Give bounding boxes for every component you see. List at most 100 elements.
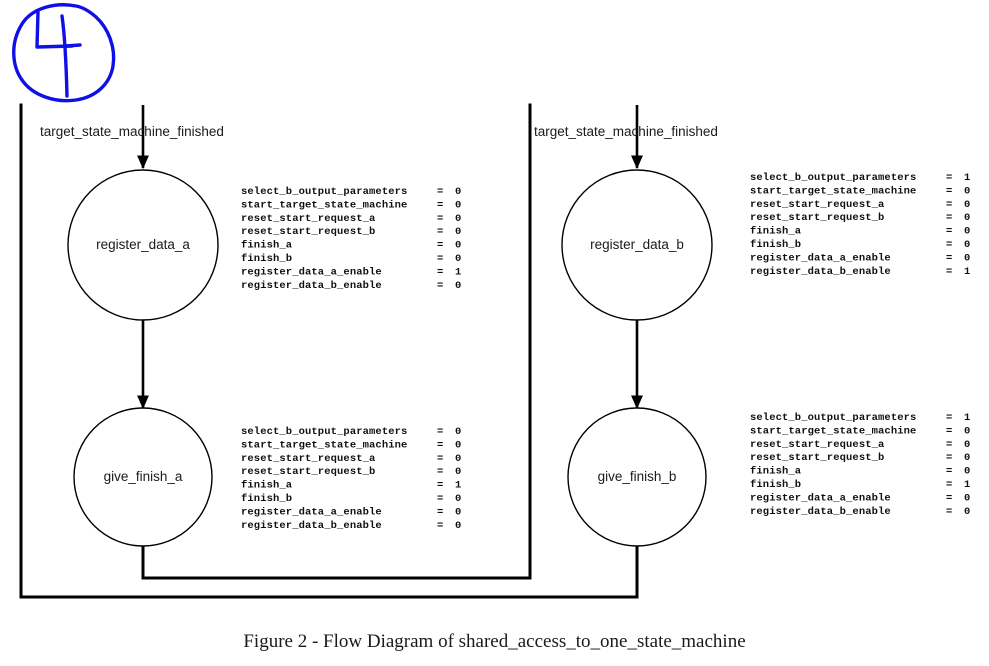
signal-value: 0	[455, 466, 461, 478]
signal-equals-sign: =	[437, 240, 443, 252]
signal-equals-sign: =	[946, 492, 952, 504]
signal-equals-sign: =	[437, 253, 443, 265]
signal-value: 0	[964, 439, 970, 451]
signal-name: reset_start_request_b	[750, 452, 884, 464]
signal-name: reset_start_request_b	[241, 226, 375, 238]
signal-name: register_data_b_enable	[750, 506, 891, 518]
handwritten-four-stem	[60, 14, 69, 98]
signal-equals-sign: =	[946, 425, 952, 437]
signal-name: reset_start_request_b	[750, 212, 884, 224]
signal-name: register_data_b_enable	[750, 266, 891, 278]
handwritten-annotation-four	[12, 3, 116, 103]
signal-name: reset_start_request_a	[750, 439, 885, 451]
signal-name: register_data_b_enable	[241, 280, 382, 292]
signal-value: 0	[964, 452, 970, 464]
signal-name: reset_start_request_a	[750, 199, 885, 211]
signal-equals-sign: =	[946, 466, 952, 478]
signal-value: 0	[964, 239, 970, 251]
signal-equals-sign: =	[437, 199, 443, 211]
signal-value: 0	[455, 199, 461, 211]
signal-value: 0	[964, 492, 970, 504]
state-circle-give-finish-b[interactable]	[567, 407, 707, 547]
signal-value: 0	[455, 426, 461, 438]
signal-value: 0	[455, 213, 461, 225]
signal-name: start_target_state_machine	[241, 199, 407, 211]
signal-equals-sign: =	[946, 185, 952, 197]
signal-equals-sign: =	[946, 172, 952, 184]
signal-equals-sign: =	[437, 439, 443, 451]
transition-label-left-entry: target_state_machine_finished	[40, 124, 224, 139]
signal-value: 0	[964, 226, 970, 238]
signal-name: finish_a	[241, 480, 293, 492]
signal-value: 0	[455, 240, 461, 252]
handwritten-circle-stroke	[12, 3, 116, 103]
signal-name: select_b_output_parameters	[241, 186, 407, 198]
signal-name: start_target_state_machine	[241, 439, 407, 451]
signal-name: select_b_output_parameters	[750, 412, 916, 424]
state-label-register-data-b: register_data_b	[590, 237, 684, 252]
signal-value: 1	[455, 480, 461, 492]
signal-name: reset_start_request_b	[241, 466, 375, 478]
signal-value: 1	[964, 172, 970, 184]
signal-value: 0	[455, 253, 461, 265]
feedback-loop-outer	[19, 103, 639, 599]
signal-value: 0	[964, 252, 970, 264]
signal-name: start_target_state_machine	[750, 185, 916, 197]
signal-name: finish_a	[241, 240, 293, 252]
signal-name: finish_b	[750, 239, 801, 251]
handwritten-four-stroke	[35, 10, 74, 49]
signal-name: register_data_a_enable	[750, 252, 891, 264]
feedback-loop-inner	[141, 103, 532, 580]
signal-name: finish_a	[750, 226, 802, 238]
output-list-register-data-b: select_b_output_parameters = 1 start_target…	[750, 172, 970, 278]
signal-equals-sign: =	[437, 226, 443, 238]
signal-equals-sign: =	[946, 226, 952, 238]
signal-equals-sign: =	[437, 466, 443, 478]
output-list-give-finish-a: select_b_output_parameters=0start_target…	[241, 426, 461, 532]
signal-equals-sign: =	[946, 212, 952, 224]
signal-value: 0	[455, 439, 461, 451]
signal-name: register_data_a_enable	[750, 492, 891, 504]
signal-equals-sign: =	[437, 280, 443, 292]
signal-equals-sign: =	[437, 213, 443, 225]
signal-name: finish_b	[241, 493, 292, 505]
signal-name: reset_start_request_a	[241, 213, 376, 225]
signal-equals-sign: =	[946, 199, 952, 211]
signal-equals-sign: =	[437, 480, 443, 492]
signal-value: 0	[964, 425, 970, 437]
output-list-give-finish-b: select_b_output_parameters = 1 start_target…	[750, 412, 970, 518]
state-label-give-finish-b: give_finish_b	[598, 469, 677, 484]
state-label-register-data-a: register_data_a	[96, 237, 190, 252]
output-list-register-data-a: select_b_output_parameters = 0 start_target…	[241, 186, 461, 292]
figure-caption: Figure 2 - Flow Diagram of shared_access…	[243, 631, 746, 652]
signal-equals-sign: =	[437, 426, 443, 438]
signal-equals-sign: =	[946, 439, 952, 451]
signal-equals-sign: =	[437, 506, 443, 518]
signal-equals-sign: =	[437, 493, 443, 505]
signal-value: 0	[455, 226, 461, 238]
signal-name: select_b_output_parameters	[750, 172, 916, 184]
state-label-give-finish-a: give_finish_a	[104, 469, 183, 484]
signal-name: register_data_a_enable	[241, 266, 382, 278]
signal-equals-sign: =	[946, 266, 952, 278]
state-circle-give-finish-a[interactable]	[73, 407, 213, 547]
signal-value: 0	[964, 466, 970, 478]
signal-equals-sign: =	[437, 453, 443, 465]
signal-value: 0	[455, 453, 461, 465]
signal-value: 1	[964, 412, 970, 424]
signal-name: register_data_a_enable	[241, 506, 382, 518]
signal-name: start_target_state_machine	[750, 425, 916, 437]
signal-value: 1	[455, 266, 461, 278]
transition-label-right-entry: target_state_machine_finished	[534, 124, 718, 139]
signal-equals-sign: =	[946, 412, 952, 424]
signal-value: 0	[455, 186, 461, 198]
signal-equals-sign: =	[946, 239, 952, 251]
handwritten-four-crossbar	[64, 43, 82, 48]
signal-value: 0	[455, 520, 461, 532]
signal-value: 0	[964, 506, 970, 518]
output-signal-lists: select_b_output_parameters = 0 start_target…	[241, 172, 970, 532]
signal-value: 0	[964, 199, 970, 211]
signal-equals-sign: =	[437, 266, 443, 278]
